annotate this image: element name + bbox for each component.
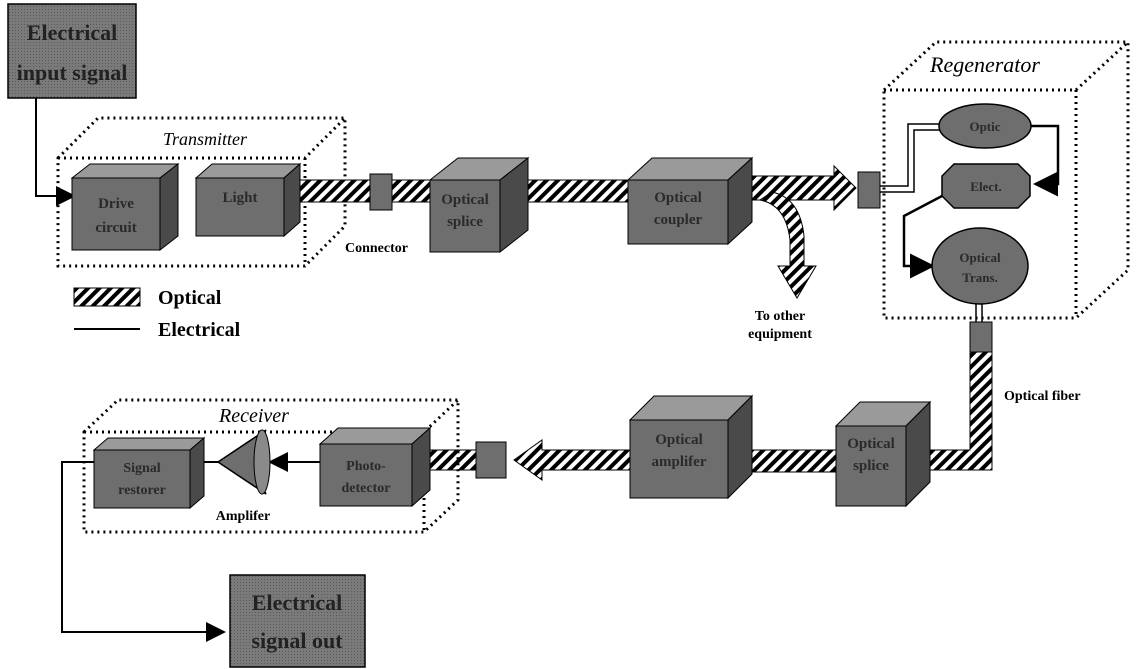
optical-fiber-segment-1 [299,179,371,203]
transmitter-enclosure: Transmitter [56,116,347,268]
regenerator-input-line-a [880,123,942,187]
electrical-input-block: Electrical input signal [7,3,137,99]
optical-splice-2-label-1: Optical [847,436,895,452]
transmitter-title: Transmitter [163,129,248,149]
optical-fiber-vertical [927,351,993,471]
optical-branch-arrow [758,191,817,299]
optical-fiber-segment-3 [527,179,629,203]
optical-splice-1-label-1: Optical [441,192,489,208]
regenerator-input-line-b [880,129,942,193]
legend-optical-swatch [73,287,141,307]
optical-fiber-label: Optical fiber [1004,389,1081,404]
optical-splice-1-label-2: splice [447,214,483,230]
optical-coupler-label-1: Optical [654,190,702,206]
legend-optical-label: Optical [158,287,222,309]
connector-1 [369,173,393,211]
other-equipment-label-1: To other [755,309,805,324]
drive-circuit-label-1: Drive [98,196,134,212]
elect-node: Elect. [941,163,1031,209]
optic-to-elect-line [1031,124,1060,197]
elect-label: Elect. [970,179,1001,194]
optical-fiber-segment-4 [751,449,837,473]
signal-restorer-box: Signal restorer [92,436,206,510]
receiver-title: Receiver [218,405,289,427]
legend: Optical Electrical [73,287,241,341]
optical-fiber-segment-5 [429,449,477,471]
input-signal-line2: input signal [17,60,128,85]
light-label: Light [222,190,257,206]
optical-trans-label-1: Optical [959,250,1001,265]
optical-amplifier-box: Optical amplifer [628,394,754,500]
photodetector-label-1: Photo- [346,459,386,474]
amplifier-label: Amplifer [216,509,270,524]
optical-fiber-segment-2 [391,179,431,203]
signal-restorer-label-2: restorer [118,483,166,498]
optical-splice-1-box: Optical splice [428,156,530,254]
connector-label: Connector [345,241,408,256]
optical-trans-node: Optical Trans. [931,227,1029,305]
optical-arrow-to-regenerator [751,164,857,212]
optic-node: Optic [938,103,1032,149]
other-equipment-label-2: equipment [748,327,812,342]
drive-circuit-label-2: circuit [95,220,136,236]
regenerator-enclosure: Regenerator [882,40,1130,320]
drive-circuit-box: Drive circuit [70,162,180,252]
receiver-connector [475,441,507,479]
input-signal-line1: Electrical [27,20,117,45]
electrical-line-output [61,461,226,642]
optical-amplifier-label-1: Optical [655,432,703,448]
optical-splice-2-box: Optical splice [834,400,932,508]
regenerator-title: Regenerator [929,52,1040,77]
optical-amplifier-label-2: amplifer [652,454,707,470]
legend-electrical-label: Electrical [158,319,241,341]
electrical-output-block: Electrical signal out [229,574,366,668]
photodetector-box: Photo- detector [318,426,432,508]
optical-splice-2-label-2: splice [853,458,889,474]
optical-trans-output-lines [975,304,983,322]
optical-coupler-label-2: coupler [654,212,703,228]
elect-to-optical-trans-line [902,194,943,279]
optical-coupler-box: Optical coupler [626,156,754,246]
output-signal-line1: Electrical [252,590,342,615]
electrical-line-input [35,98,76,206]
amplifier-symbol [216,429,271,495]
light-source-box: Light [194,162,302,238]
optical-trans-label-2: Trans. [962,270,998,285]
signal-restorer-label-1: Signal [123,461,160,476]
optical-arrow-to-receiver [513,439,631,481]
optic-label: Optic [969,119,1000,134]
regenerator-connector [857,171,881,209]
photodetector-label-2: detector [342,481,391,496]
regenerator-output-connector [969,321,993,353]
output-signal-line2: signal out [251,628,343,653]
